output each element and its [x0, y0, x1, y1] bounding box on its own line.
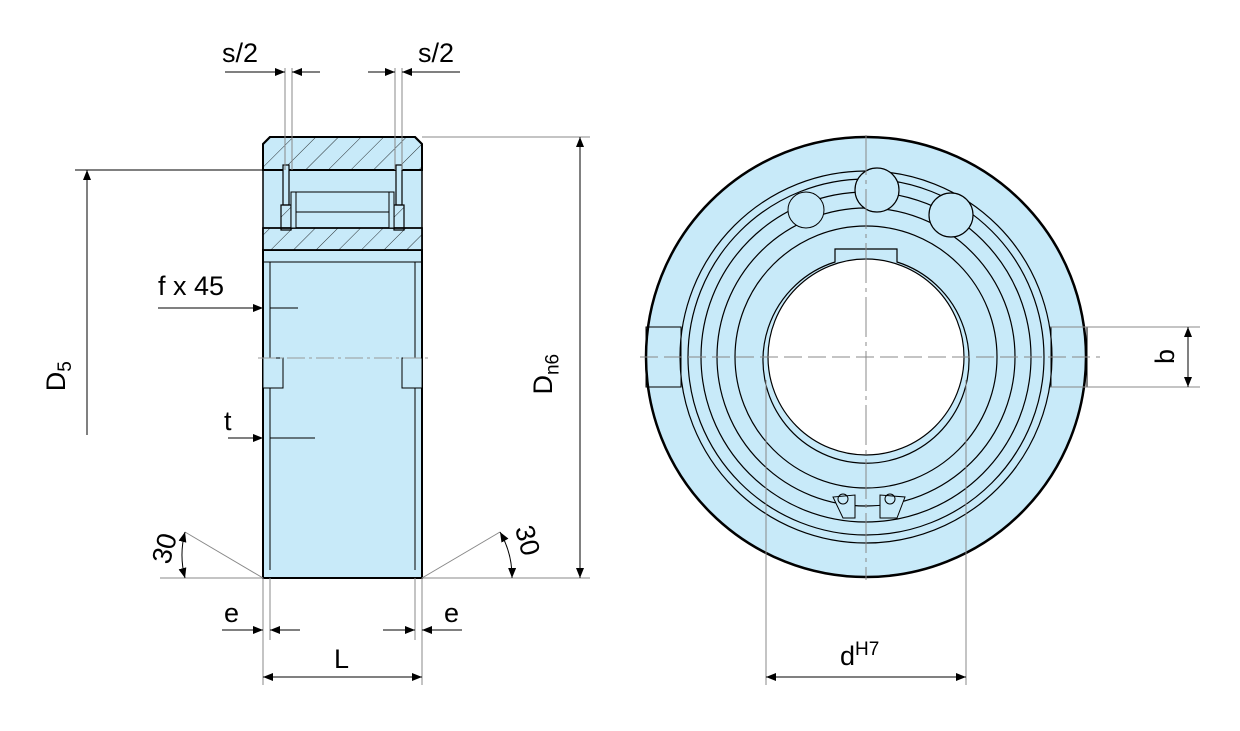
bore-label: dH7 [840, 640, 879, 670]
bore-text: d [840, 641, 856, 671]
body [262, 249, 423, 579]
notch-right [401, 357, 423, 389]
t-label: t [224, 406, 232, 436]
side-dimensions [75, 68, 590, 685]
e-left-label: e [224, 598, 240, 628]
roller [787, 191, 825, 229]
d5-subscript: 5 [55, 361, 77, 372]
roller [928, 192, 974, 238]
e-right-label: e [444, 598, 460, 628]
dn6-subscript: n6 [542, 353, 564, 376]
front-dimensions [640, 135, 1200, 685]
chamfer-label: f x 45 [158, 271, 225, 301]
bore-tolerance: H7 [855, 639, 880, 660]
dn6-text: D [528, 375, 559, 395]
dn6-label: Dn6 [528, 353, 564, 395]
d5-text: D [40, 371, 71, 392]
keyway-width-label: b [1150, 348, 1181, 365]
roller [854, 167, 900, 213]
side-view [262, 136, 423, 579]
s-half-right-label: s/2 [418, 38, 455, 68]
notch-left [262, 357, 284, 389]
length-label: L [334, 644, 350, 674]
d5-label: D5 [40, 361, 77, 392]
s-half-left-label: s/2 [222, 38, 259, 68]
